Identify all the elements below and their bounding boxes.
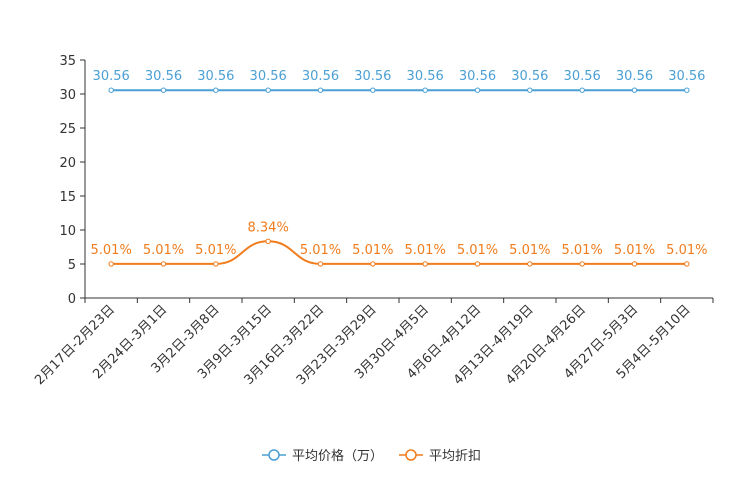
data-point[interactable]: [579, 261, 585, 267]
data-point[interactable]: [160, 261, 167, 267]
data-label: 30.56: [668, 69, 705, 84]
data-label: 5.01%: [509, 243, 550, 258]
data-point[interactable]: [631, 87, 638, 93]
data-point[interactable]: [474, 87, 481, 93]
data-label: 30.56: [564, 69, 601, 84]
y-tick-label: 25: [59, 122, 76, 137]
data-label: 30.56: [354, 69, 391, 84]
data-label: 5.01%: [195, 243, 236, 258]
data-point[interactable]: [684, 261, 690, 267]
legend-marker-icon: [268, 449, 280, 461]
data-label: 30.56: [407, 69, 444, 84]
axes: 051015202530352月17日-2月23日2月24日-3月1日3月2日-…: [32, 54, 714, 388]
data-label: 30.56: [616, 69, 653, 84]
legend[interactable]: 平均价格（万） 平均折扣: [262, 448, 481, 464]
data-label: 5.01%: [614, 243, 655, 258]
y-tick-label: 20: [59, 156, 76, 171]
data-point[interactable]: [265, 87, 271, 93]
legend-label: 平均价格（万）: [292, 448, 383, 464]
data-point[interactable]: [684, 87, 690, 93]
data-point[interactable]: [370, 261, 376, 267]
data-label: 30.56: [145, 69, 182, 84]
data-label: 5.01%: [457, 243, 498, 258]
data-point[interactable]: [579, 87, 585, 93]
data-label: 30.56: [302, 69, 339, 84]
data-point[interactable]: [370, 87, 376, 93]
legend-label: 平均折扣: [429, 449, 481, 464]
data-label: 30.56: [197, 69, 234, 84]
y-tick-label: 35: [59, 54, 76, 69]
data-point[interactable]: [213, 261, 219, 267]
data-point[interactable]: [474, 261, 481, 267]
data-point[interactable]: [317, 87, 324, 93]
y-tick-label: 30: [59, 88, 76, 103]
data-label: 5.01%: [300, 243, 341, 258]
data-label: 30.56: [93, 69, 130, 84]
data-label: 30.56: [459, 69, 496, 84]
data-label: 5.01%: [405, 243, 446, 258]
legend-item[interactable]: 平均价格（万）: [262, 448, 383, 464]
data-label: 5.01%: [562, 243, 603, 258]
legend-item[interactable]: 平均折扣: [399, 449, 481, 464]
legend-marker-icon: [405, 449, 417, 461]
data-point[interactable]: [108, 261, 114, 267]
data-labels: 30.56 30.56 30.56 30.56 30.56 30.56 30.56 30.56…: [91, 69, 708, 258]
data-label: 30.56: [511, 69, 548, 84]
data-label: 8.34%: [248, 220, 289, 235]
y-tick-label: 0: [68, 292, 76, 307]
data-label: 5.01%: [352, 243, 393, 258]
data-point[interactable]: [527, 87, 533, 93]
y-tick-label: 5: [68, 258, 76, 273]
data-point[interactable]: [631, 261, 638, 267]
data-point[interactable]: [527, 261, 533, 267]
data-point[interactable]: [317, 261, 324, 267]
data-point[interactable]: [160, 87, 167, 93]
series-layer: [108, 87, 690, 267]
series-line: [111, 240, 687, 265]
data-label: 5.01%: [666, 243, 707, 258]
data-point[interactable]: [422, 261, 428, 267]
data-point[interactable]: [422, 87, 428, 93]
y-tick-label: 15: [59, 190, 76, 205]
data-point[interactable]: [108, 87, 114, 93]
data-label: 5.01%: [143, 243, 184, 258]
data-point[interactable]: [213, 87, 219, 93]
data-label: 5.01%: [91, 243, 132, 258]
data-point[interactable]: [265, 238, 271, 244]
y-tick-label: 10: [59, 224, 76, 239]
data-label: 30.56: [250, 69, 287, 84]
